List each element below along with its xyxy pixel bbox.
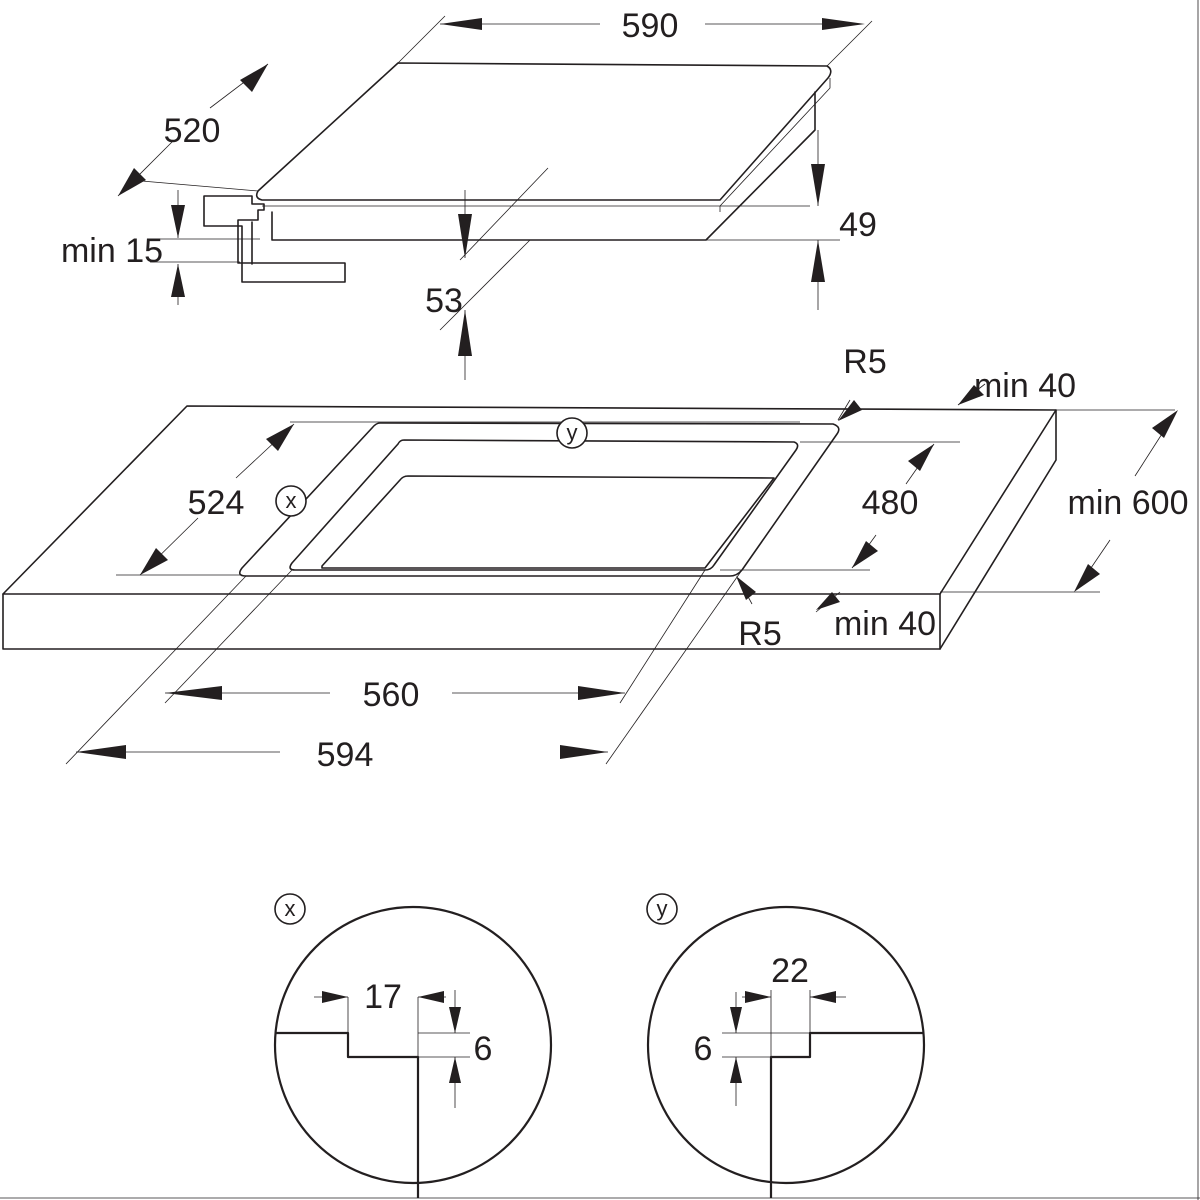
detail-x-circle: [273, 905, 553, 1185]
hob-glass-top: [255, 62, 832, 201]
detail-y-badge: [646, 893, 678, 925]
hob-body: [271, 91, 816, 241]
min-gap-label: min 15: [61, 232, 163, 270]
detail-y: y 22 6: [646, 893, 926, 1198]
detail-x-badge: [274, 893, 306, 925]
svg-text:x: x: [286, 488, 297, 513]
worktop-profile: [203, 195, 346, 283]
svg-text:x: x: [285, 896, 296, 921]
detail-x: x 17 6: [273, 893, 553, 1198]
cutout-inner: [289, 439, 799, 571]
svg-text:y: y: [657, 896, 668, 921]
outer-width-label: 594: [317, 736, 374, 774]
detail-y-marker: [556, 417, 588, 449]
svg-text:y: y: [567, 420, 578, 445]
detail-x-height-label: 6: [474, 1030, 493, 1068]
worktop-side-face: [939, 409, 1057, 650]
detail-x-marker: [275, 485, 307, 517]
min-back-label: min 40: [974, 367, 1076, 405]
cutout-outer: [238, 422, 840, 577]
inner-width-label: 560: [363, 676, 420, 714]
hob-depth-below-label: 53: [425, 282, 463, 320]
worktop-front-face: [2, 593, 941, 650]
cutout-recess: [321, 475, 775, 569]
detail-x-width-label: 17: [364, 978, 402, 1016]
hob-drawing: 590 520 min 15 49 53: [61, 7, 877, 380]
radius-top-label: R5: [843, 343, 886, 381]
radius-bottom-label: R5: [738, 615, 781, 653]
min-worktop-depth-label: min 600: [1068, 484, 1189, 522]
hob-depth-label: 520: [164, 112, 221, 150]
min-front-label: min 40: [834, 605, 936, 643]
cutout-drawing: y x R5 min 40 524 480 min 600 R5: [2, 343, 1189, 774]
inner-depth-label: 480: [862, 484, 919, 522]
detail-y-width-label: 22: [771, 952, 809, 990]
hob-height-label: 49: [839, 206, 877, 244]
outer-depth-label: 524: [188, 484, 245, 522]
detail-y-circle: [646, 905, 926, 1185]
hob-width-label: 590: [622, 7, 679, 45]
detail-y-height-label: 6: [694, 1030, 713, 1068]
